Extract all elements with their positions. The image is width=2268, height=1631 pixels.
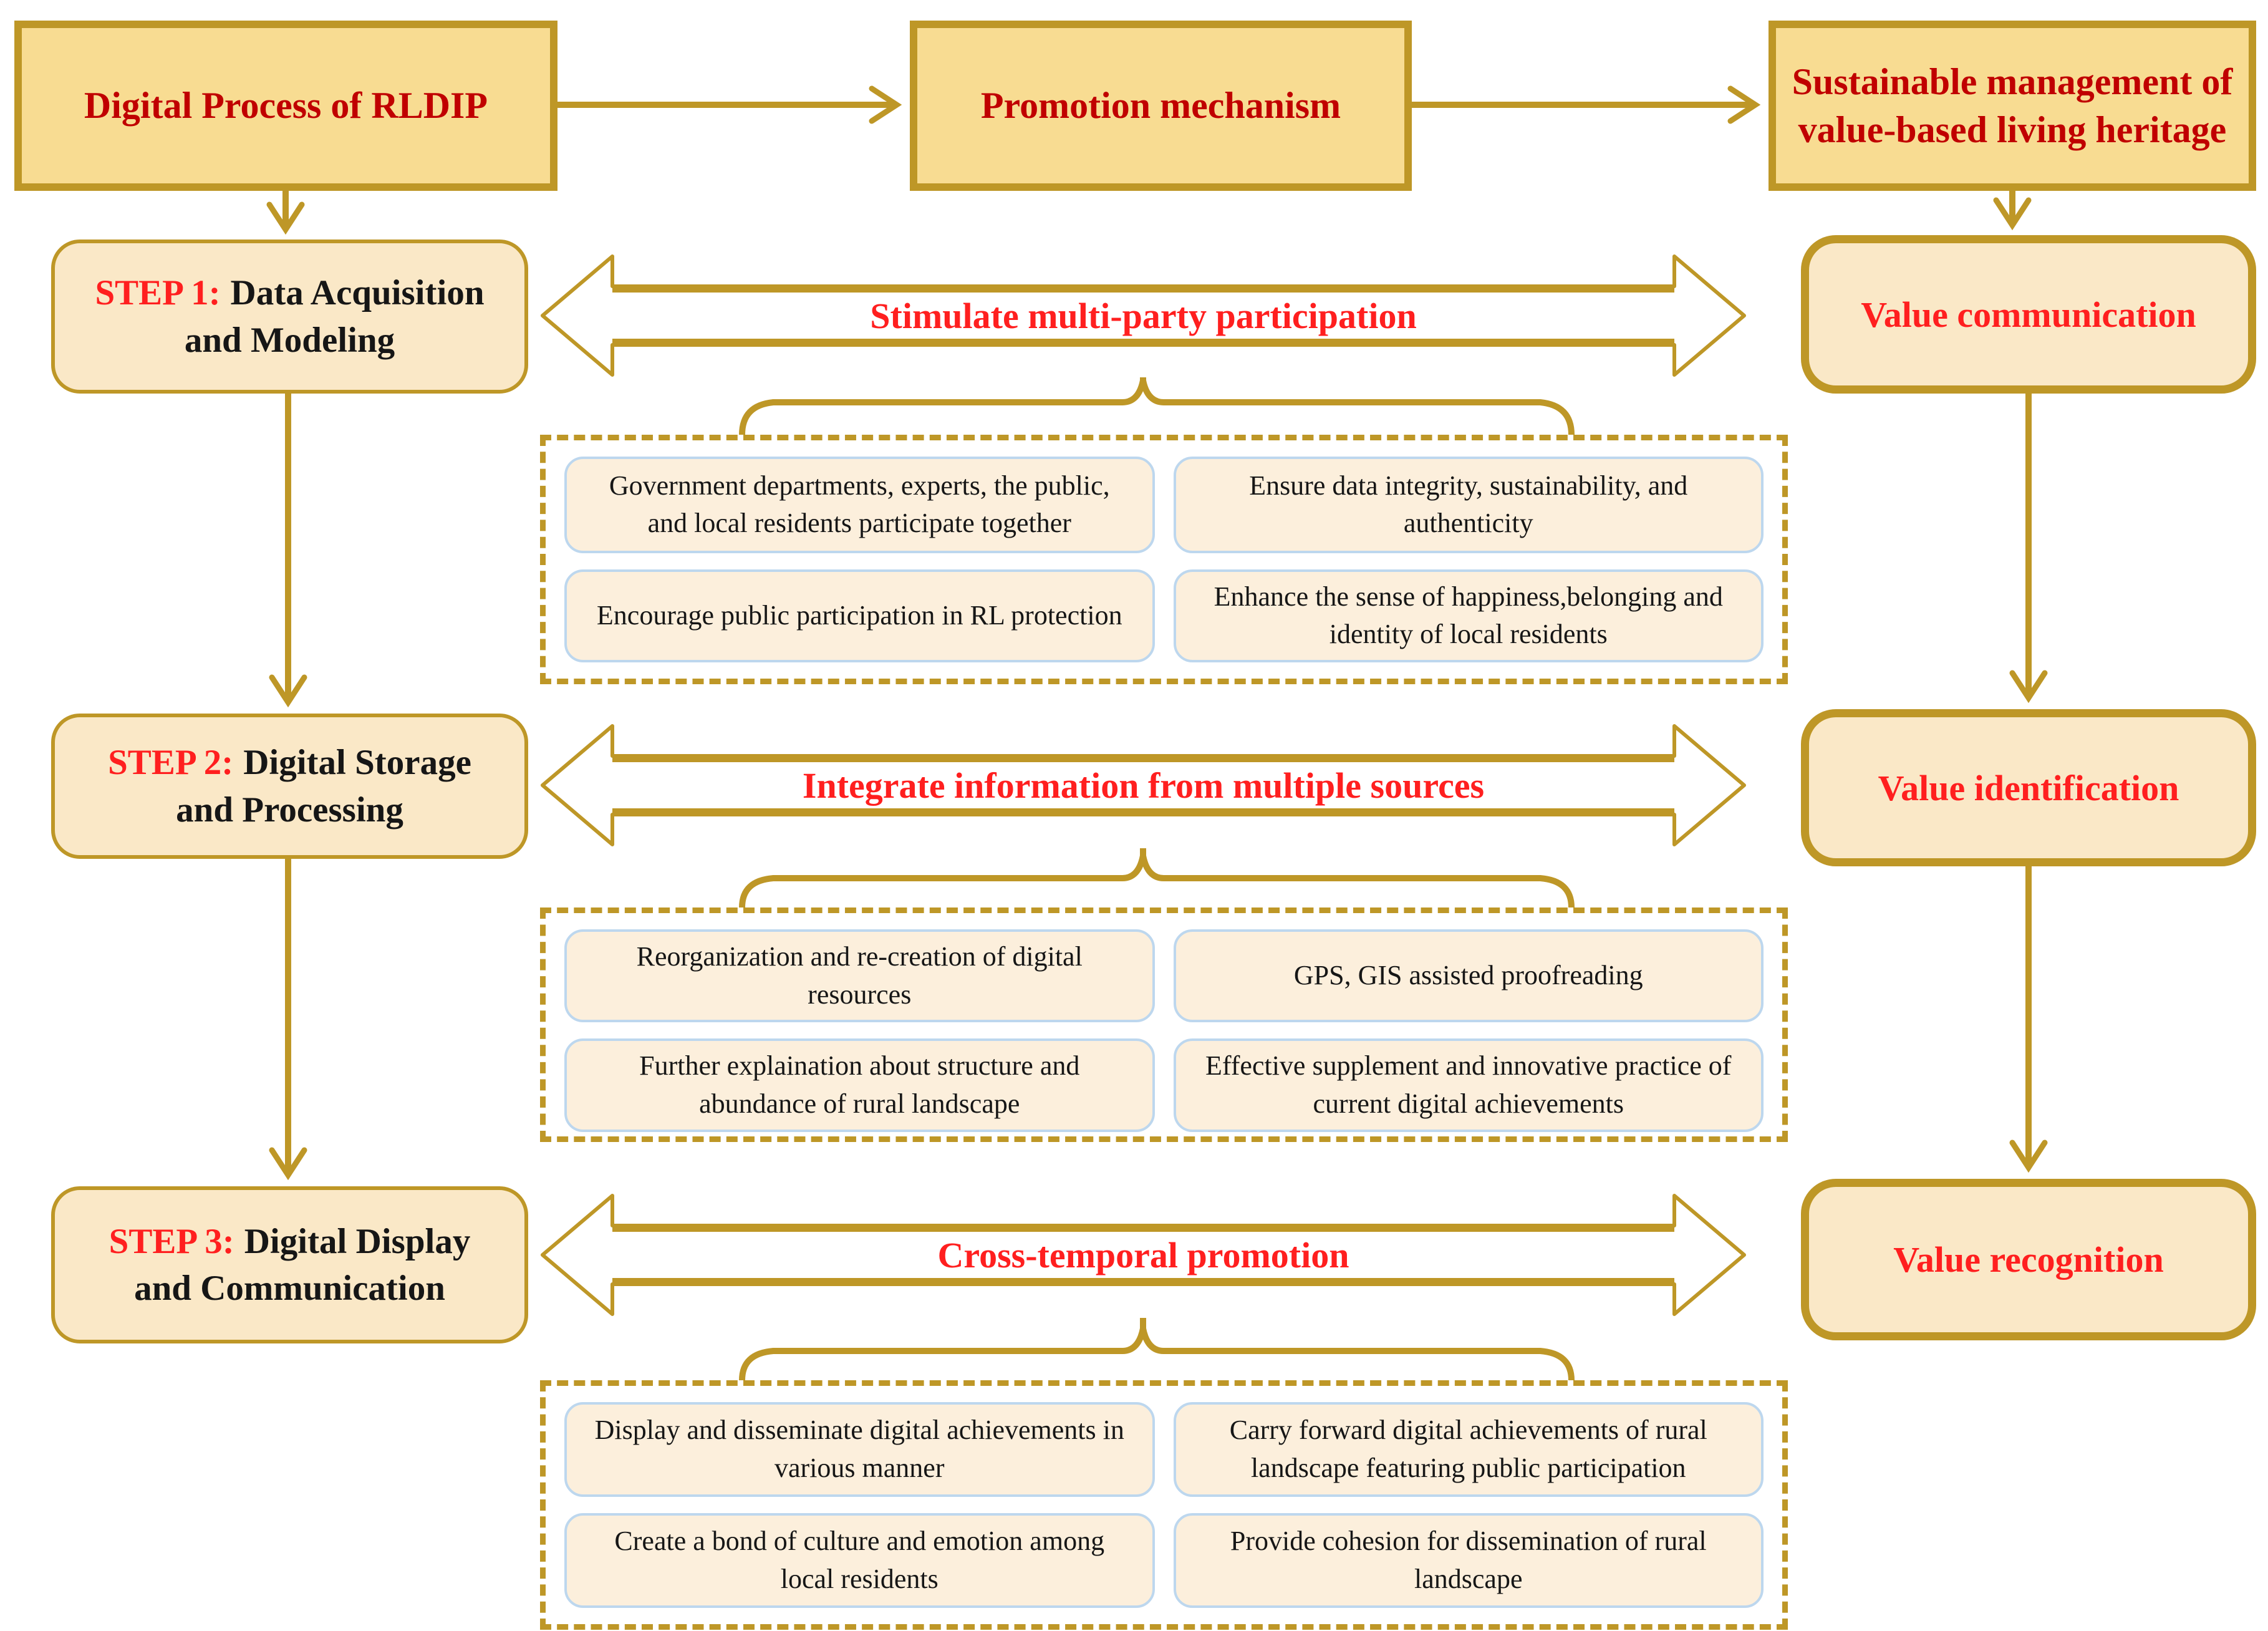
group2-item-3: Further explaination about structure and…: [564, 1038, 1155, 1132]
step3-label: STEP 3:Digital Display and Communication: [85, 1218, 495, 1312]
digital-process-box: Digital Process of RLDIP: [14, 21, 557, 191]
arrow2-label: Integrate information from multiple sour…: [802, 765, 1485, 806]
group1-item-1: Government departments, experts, the pub…: [564, 457, 1155, 553]
step3-box: STEP 3:Digital Display and Communication: [51, 1186, 528, 1343]
group3-item-4: Provide cohesion for dissemination of ru…: [1173, 1513, 1764, 1608]
step3-title: Digital Display and Communication: [134, 1221, 471, 1308]
group2-item-2: GPS, GIS assisted proofreading: [1173, 929, 1764, 1023]
value-identification-box: Value identification: [1801, 709, 2256, 866]
value-recognition-box: Value recognition: [1801, 1179, 2256, 1340]
value-identification-label: Value identification: [1878, 767, 2179, 808]
group3-item-3: Create a bond of culture and emotion amo…: [564, 1513, 1155, 1608]
step2-prefix: STEP 2:: [108, 743, 234, 783]
digital-process-label: Digital Process of RLDIP: [84, 85, 488, 127]
group1-item-4: Enhance the sense of happiness,belonging…: [1173, 569, 1764, 662]
step1-box: STEP 1:Data Acquisition and Modeling: [51, 240, 528, 394]
promotion-mechanism-box: Promotion mechanism: [910, 21, 1412, 191]
step3-prefix: STEP 3:: [109, 1221, 234, 1261]
step2-title: Digital Storage and Processing: [176, 743, 471, 830]
arrow1-label: Stimulate multi-party participation: [870, 295, 1417, 336]
step2-label: STEP 2:Digital Storage and Processing: [85, 739, 495, 833]
double-arrow-3: [541, 1194, 1746, 1316]
step1-label: STEP 1:Data Acquisition and Modeling: [85, 269, 495, 363]
step1-title: Data Acquisition and Modeling: [184, 273, 485, 360]
group1-item-2: Ensure data integrity, sustainability, a…: [1173, 457, 1764, 553]
sustainable-management-label: Sustainable management of value-based li…: [1792, 60, 2233, 150]
group1-item-3: Encourage public participation in RL pro…: [564, 569, 1155, 662]
group2-item-4: Effective supplement and innovative prac…: [1173, 1038, 1764, 1132]
sustainable-management-box: Sustainable management of value-based li…: [1769, 21, 2256, 191]
promotion-mechanism-label: Promotion mechanism: [980, 85, 1341, 127]
integration-group: Reorganization and re-creation of digita…: [540, 907, 1788, 1142]
value-recognition-label: Value recognition: [1893, 1239, 2164, 1280]
participation-group: Government departments, experts, the pub…: [540, 435, 1788, 684]
value-communication-box: Value communication: [1801, 235, 2256, 394]
arrow3-label: Cross-temporal promotion: [937, 1234, 1349, 1275]
step1-prefix: STEP 1:: [95, 273, 221, 313]
value-communication-label: Value communication: [1861, 294, 2196, 335]
group3-item-2: Carry forward digital achievements of ru…: [1173, 1402, 1764, 1497]
promotion-group: Display and disseminate digital achievem…: [540, 1380, 1788, 1630]
double-arrow-1: [541, 254, 1746, 377]
group2-item-1: Reorganization and re-creation of digita…: [564, 929, 1155, 1023]
double-arrow-2: [541, 724, 1746, 846]
step2-box: STEP 2:Digital Storage and Processing: [51, 714, 528, 859]
group3-item-1: Display and disseminate digital achievem…: [564, 1402, 1155, 1497]
